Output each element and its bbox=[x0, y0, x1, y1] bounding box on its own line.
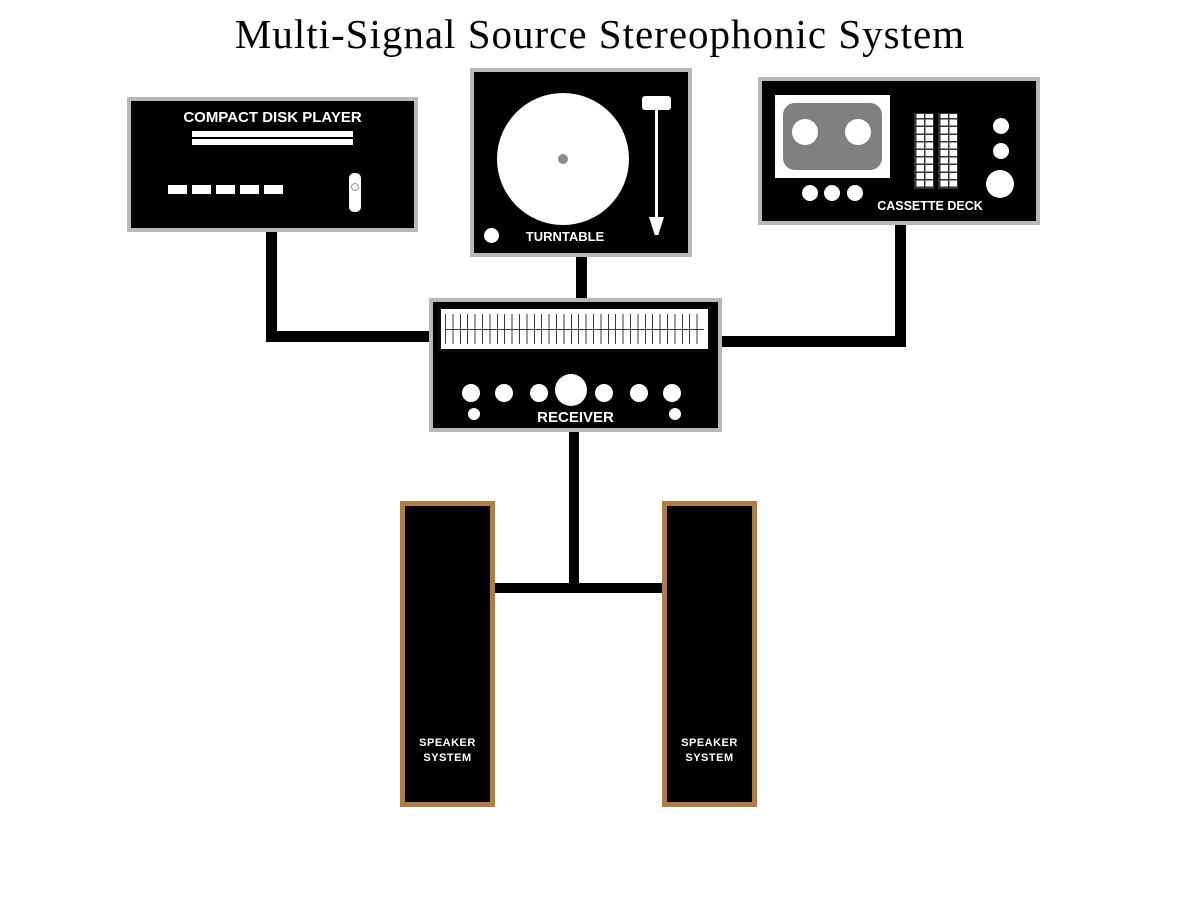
receiver-knob bbox=[663, 384, 681, 402]
turntable-button bbox=[484, 228, 499, 243]
speaker-right-label: SPEAKER SYSTEM bbox=[681, 737, 738, 765]
cassette-knob-large bbox=[986, 170, 1014, 198]
transport-button bbox=[802, 185, 818, 201]
transport-button bbox=[824, 185, 840, 201]
tuner-centerline bbox=[445, 329, 704, 330]
connector-turntable-to-receiver bbox=[576, 255, 587, 303]
receiver-knob bbox=[630, 384, 648, 402]
receiver-knob bbox=[462, 384, 480, 402]
speaker-system-left: SPEAKER SYSTEM bbox=[400, 501, 495, 807]
receiver-knob bbox=[495, 384, 513, 402]
receiver-knob bbox=[530, 384, 548, 402]
display-segment bbox=[192, 185, 211, 194]
diagram-title: Multi-Signal Source Stereophonic System bbox=[234, 11, 966, 57]
cassette-tape bbox=[783, 103, 882, 170]
cassette-deck-label: CASSETTE DECK bbox=[877, 199, 983, 213]
cassette-reel-right bbox=[845, 119, 871, 145]
receiver-button-small bbox=[669, 408, 681, 420]
display-segment bbox=[240, 185, 259, 194]
tuner-dial bbox=[438, 306, 711, 352]
display-segment bbox=[168, 185, 187, 194]
connector-cassette-to-receiver-horizontal bbox=[719, 336, 906, 347]
vu-meter-right bbox=[938, 113, 958, 189]
disc-tray bbox=[192, 131, 353, 145]
turntable-label: TURNTABLE bbox=[525, 229, 605, 244]
transport-button bbox=[847, 185, 863, 201]
compact-disk-player: COMPACT DISK PLAYER bbox=[127, 97, 418, 232]
turntable: TURNTABLE bbox=[470, 68, 692, 257]
cassette-reel-left bbox=[792, 119, 818, 145]
connector-cd-to-receiver-vertical bbox=[266, 230, 277, 342]
display-segments bbox=[168, 185, 283, 194]
display-segment bbox=[216, 185, 235, 194]
tonearm-counterweight bbox=[642, 96, 671, 110]
speaker-left-label: SPEAKER SYSTEM bbox=[419, 737, 476, 765]
vu-meter-left bbox=[914, 113, 934, 189]
turntable-spindle bbox=[558, 154, 568, 164]
connector-receiver-to-speakers-horizontal bbox=[494, 583, 663, 593]
cassette-deck: CASSETTE DECK bbox=[758, 77, 1040, 225]
receiver-label: RECEIVER bbox=[537, 409, 614, 426]
turntable-platter bbox=[497, 93, 629, 225]
tonearm bbox=[655, 110, 658, 218]
cassette-knob-small bbox=[993, 143, 1009, 159]
receiver-button-small bbox=[468, 408, 480, 420]
receiver-knob bbox=[595, 384, 613, 402]
cd-slider-knob bbox=[351, 183, 359, 191]
speaker-system-right: SPEAKER SYSTEM bbox=[662, 501, 757, 807]
display-segment bbox=[264, 185, 283, 194]
cassette-knob-small bbox=[993, 118, 1009, 134]
connector-cassette-to-receiver-vertical bbox=[895, 223, 906, 347]
tuner-tick-scale bbox=[445, 314, 704, 344]
receiver-volume-knob bbox=[555, 374, 587, 406]
disc-tray-slot bbox=[192, 137, 353, 139]
receiver: RECEIVER bbox=[429, 298, 722, 432]
cd-volume-slider bbox=[349, 173, 361, 212]
connector-receiver-to-speakers-vertical bbox=[569, 430, 579, 590]
compact-disk-player-label: COMPACT DISK PLAYER bbox=[183, 109, 362, 126]
connector-cd-to-receiver-horizontal bbox=[266, 331, 433, 342]
cassette-window bbox=[775, 95, 890, 178]
